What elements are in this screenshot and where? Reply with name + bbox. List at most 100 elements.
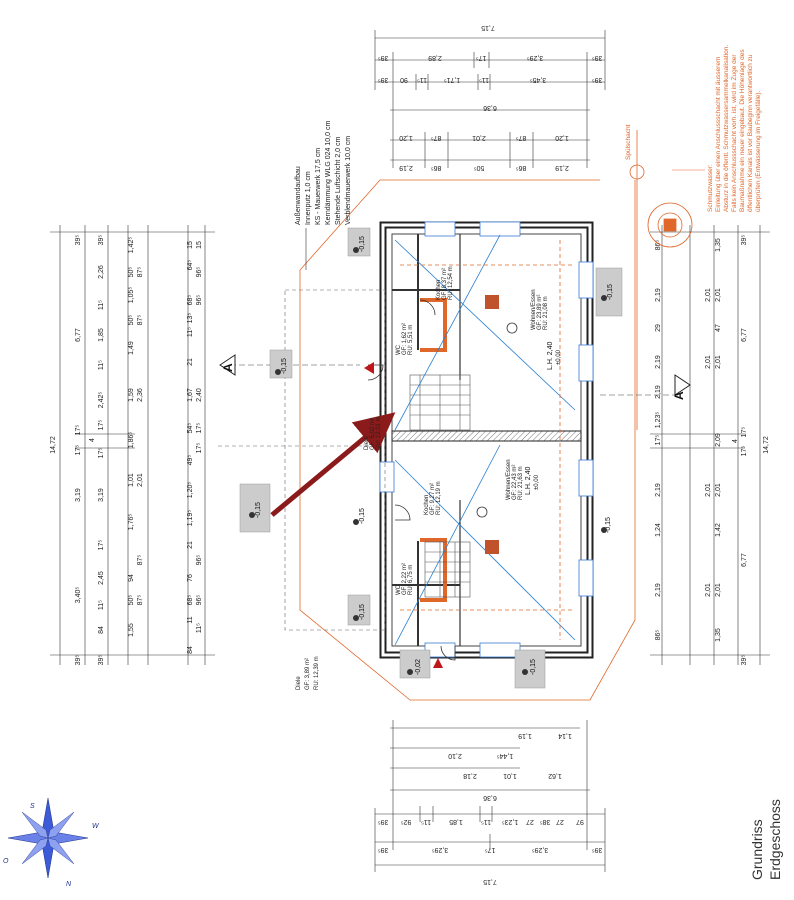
svg-text:17⁵: 17⁵ bbox=[98, 420, 105, 431]
left-dimension-labels: 14,72 39⁵ 6,77 17⁵ 3,19 17⁵ 3,40⁵ 39⁵ 39… bbox=[50, 235, 203, 666]
svg-text:L.H. 2,40: L.H. 2,40 bbox=[547, 341, 554, 370]
svg-text:50⁵: 50⁵ bbox=[128, 315, 135, 326]
svg-text:47: 47 bbox=[715, 324, 722, 332]
svg-text:11⁵: 11⁵ bbox=[196, 623, 203, 633]
svg-text:11⁵: 11⁵ bbox=[481, 818, 491, 825]
svg-text:11⁵: 11⁵ bbox=[98, 600, 105, 610]
right-dimension-labels: 14,72 39⁵ 6,77 17⁵ 4 17⁵ 6,77 39⁵ 1,35 2… bbox=[655, 235, 770, 666]
left-total-dim: 14,72 bbox=[50, 436, 57, 454]
svg-text:21: 21 bbox=[187, 358, 194, 366]
svg-text:1,19⁵: 1,19⁵ bbox=[187, 510, 194, 527]
svg-text:Einleitung über einen Anschlus: Einleitung über einen Anschlussschacht m… bbox=[715, 57, 722, 212]
bottom-dimension-labels: 7,15 39⁵ 3,29⁵ 17⁵ 3,29⁵ 39⁵ 39⁵ 92⁵ 11⁵… bbox=[378, 732, 603, 885]
svg-text:11: 11 bbox=[187, 616, 194, 623]
svg-text:2,42⁵: 2,42⁵ bbox=[98, 392, 105, 409]
svg-text:1,71⁵: 1,71⁵ bbox=[444, 76, 461, 83]
svg-text:Wohnen/Essen: Wohnen/Essen bbox=[531, 289, 537, 330]
svg-text:11⁵: 11⁵ bbox=[98, 300, 105, 310]
svg-text:17⁵: 17⁵ bbox=[98, 448, 105, 459]
svg-text:39⁵: 39⁵ bbox=[75, 655, 82, 666]
svg-text:öffentlichen Kanals ist vor Ba: öffentlichen Kanals ist vor Baubeginn ve… bbox=[747, 54, 754, 212]
svg-text:GF: 1,62 m²: GF: 1,62 m² bbox=[402, 323, 408, 355]
svg-text:54⁵: 54⁵ bbox=[187, 423, 194, 434]
left-dimension-chains bbox=[50, 225, 215, 665]
svg-text:RU: 5,51 m: RU: 5,51 m bbox=[408, 325, 414, 355]
svg-text:2,19: 2,19 bbox=[555, 164, 569, 171]
svg-text:11⁵: 11⁵ bbox=[417, 76, 427, 83]
svg-text:87⁵: 87⁵ bbox=[137, 315, 144, 326]
svg-text:1,44⁵: 1,44⁵ bbox=[497, 752, 514, 759]
entrance-marker-upper bbox=[364, 362, 374, 374]
svg-text:1,05⁵: 1,05⁵ bbox=[128, 287, 135, 304]
room-label-wc-2: WC GF: 2,22 m² RU: 6,75 m bbox=[396, 563, 414, 595]
svg-text:2,19: 2,19 bbox=[655, 385, 662, 399]
svg-text:39⁵: 39⁵ bbox=[378, 76, 389, 83]
svg-text:6,77: 6,77 bbox=[75, 328, 82, 342]
svg-text:Falls kein Anschlussschacht vo: Falls kein Anschlussschacht vorh. ist, w… bbox=[731, 54, 738, 212]
svg-text:15: 15 bbox=[196, 241, 203, 249]
svg-text:-0,15: -0,15 bbox=[607, 284, 614, 300]
top-total-dim: 7,15 bbox=[481, 24, 495, 31]
svg-text:WC: WC bbox=[396, 344, 402, 355]
beam-lines bbox=[394, 234, 576, 646]
svg-text:39⁵: 39⁵ bbox=[592, 54, 603, 61]
svg-text:3,19: 3,19 bbox=[75, 488, 82, 502]
section-line-a: A A bbox=[219, 354, 691, 400]
svg-text:1,42: 1,42 bbox=[715, 523, 722, 537]
svg-text:17⁵: 17⁵ bbox=[741, 427, 748, 438]
svg-text:1,23⁵: 1,23⁵ bbox=[655, 412, 662, 429]
svg-text:RU: 12,39 m: RU: 12,39 m bbox=[314, 656, 320, 690]
chimney-lower bbox=[485, 540, 499, 554]
svg-text:-0,15: -0,15 bbox=[359, 508, 366, 524]
svg-text:39⁵: 39⁵ bbox=[741, 235, 748, 246]
bottom-dimension-chains bbox=[374, 720, 606, 872]
svg-text:1,42⁵: 1,42⁵ bbox=[128, 237, 135, 254]
svg-text:Diele: Diele bbox=[364, 436, 370, 450]
svg-text:27: 27 bbox=[526, 818, 534, 825]
svg-text:1,20: 1,20 bbox=[399, 134, 413, 141]
svg-text:2,09: 2,09 bbox=[715, 433, 722, 447]
svg-text:11⁵: 11⁵ bbox=[187, 327, 194, 337]
svg-text:17⁵: 17⁵ bbox=[196, 443, 203, 454]
svg-text:2,40: 2,40 bbox=[196, 388, 203, 402]
svg-text:-0,02: -0,02 bbox=[415, 659, 422, 675]
svg-text:RU: 12,19 m: RU: 12,19 m bbox=[436, 481, 442, 515]
svg-text:3,45⁵: 3,45⁵ bbox=[530, 76, 547, 83]
level-marker: -0,15 bbox=[596, 505, 618, 550]
spuelschacht-label: Spülschacht bbox=[625, 124, 632, 160]
svg-text:17⁵: 17⁵ bbox=[196, 423, 203, 434]
svg-text:11⁵: 11⁵ bbox=[479, 76, 489, 83]
svg-text:2,26: 2,26 bbox=[98, 265, 105, 279]
svg-text:87⁵: 87⁵ bbox=[516, 134, 527, 141]
svg-text:Absturz in die öffentl. Schmut: Absturz in die öffentl. Schmutzwassersam… bbox=[723, 45, 730, 212]
ceiling-height-2: L.H. 2,40 ±0,00 bbox=[525, 466, 540, 495]
svg-text:39⁵: 39⁵ bbox=[98, 655, 105, 666]
svg-text:17⁵: 17⁵ bbox=[485, 846, 496, 853]
svg-text:2,01: 2,01 bbox=[715, 483, 722, 497]
svg-text:S: S bbox=[30, 803, 35, 810]
svg-text:-0,15: -0,15 bbox=[255, 502, 262, 518]
svg-text:2,01: 2,01 bbox=[715, 583, 722, 597]
svg-text:3,19: 3,19 bbox=[98, 488, 105, 502]
svg-text:1,35: 1,35 bbox=[715, 628, 722, 642]
service-lines bbox=[400, 240, 575, 640]
svg-text:1,01: 1,01 bbox=[503, 772, 517, 779]
svg-text:-0,15: -0,15 bbox=[605, 517, 612, 533]
svg-text:39⁵: 39⁵ bbox=[592, 76, 603, 83]
top-dimension-chains bbox=[374, 30, 606, 168]
svg-text:1,23⁵: 1,23⁵ bbox=[502, 818, 519, 825]
svg-text:6,36: 6,36 bbox=[483, 104, 497, 111]
svg-text:W: W bbox=[92, 823, 100, 830]
svg-text:Kochen: Kochen bbox=[424, 495, 430, 515]
entrance-marker-lower bbox=[433, 658, 443, 668]
svg-text:86⁵: 86⁵ bbox=[431, 164, 442, 171]
svg-text:6,77: 6,77 bbox=[741, 553, 748, 567]
svg-text:96⁵: 96⁵ bbox=[196, 595, 203, 606]
section-label-right: A bbox=[672, 391, 686, 400]
svg-text:1,85: 1,85 bbox=[98, 328, 105, 342]
svg-text:2,01: 2,01 bbox=[472, 134, 486, 141]
svg-text:76: 76 bbox=[187, 574, 194, 582]
svg-text:96⁵: 96⁵ bbox=[196, 555, 203, 566]
svg-text:96⁵: 96⁵ bbox=[196, 295, 203, 306]
svg-text:2,01: 2,01 bbox=[705, 355, 712, 369]
